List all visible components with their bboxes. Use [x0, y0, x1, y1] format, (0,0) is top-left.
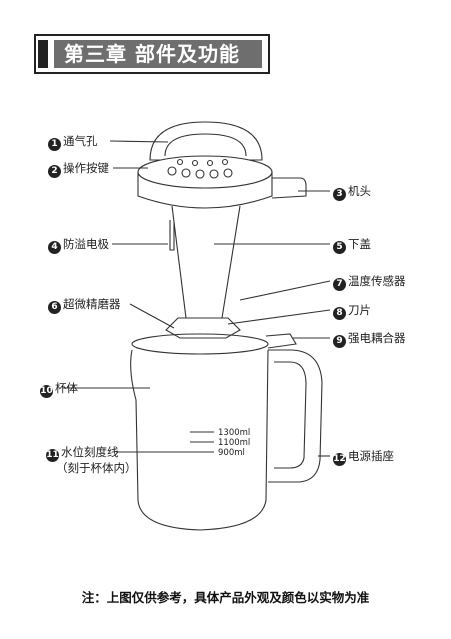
cup-body	[130, 349, 269, 531]
chapter-title: 第三章 部件及功能	[54, 40, 262, 68]
chapter-title-box: 第三章 部件及功能	[34, 34, 270, 74]
disclaimer-note: 注：上图仅供参考，具体产品外观及颜色以实物为准	[81, 590, 370, 605]
head-handle	[149, 121, 263, 161]
anti-overflow-electrode	[169, 220, 175, 251]
lower-cover	[171, 205, 241, 319]
coupler	[265, 333, 297, 349]
scale-1100: 1100ml	[218, 438, 251, 448]
part-label-11-sub: （刻于杯体内）	[56, 461, 137, 475]
cup-rim	[131, 333, 269, 355]
cup-handle	[268, 349, 323, 483]
grinder	[165, 317, 241, 339]
scale-1300: 1300ml	[218, 428, 251, 438]
machine-head	[137, 172, 273, 209]
scale-900: 900ml	[218, 448, 245, 458]
control-panel	[137, 155, 273, 189]
title-accent-bar	[38, 40, 48, 68]
